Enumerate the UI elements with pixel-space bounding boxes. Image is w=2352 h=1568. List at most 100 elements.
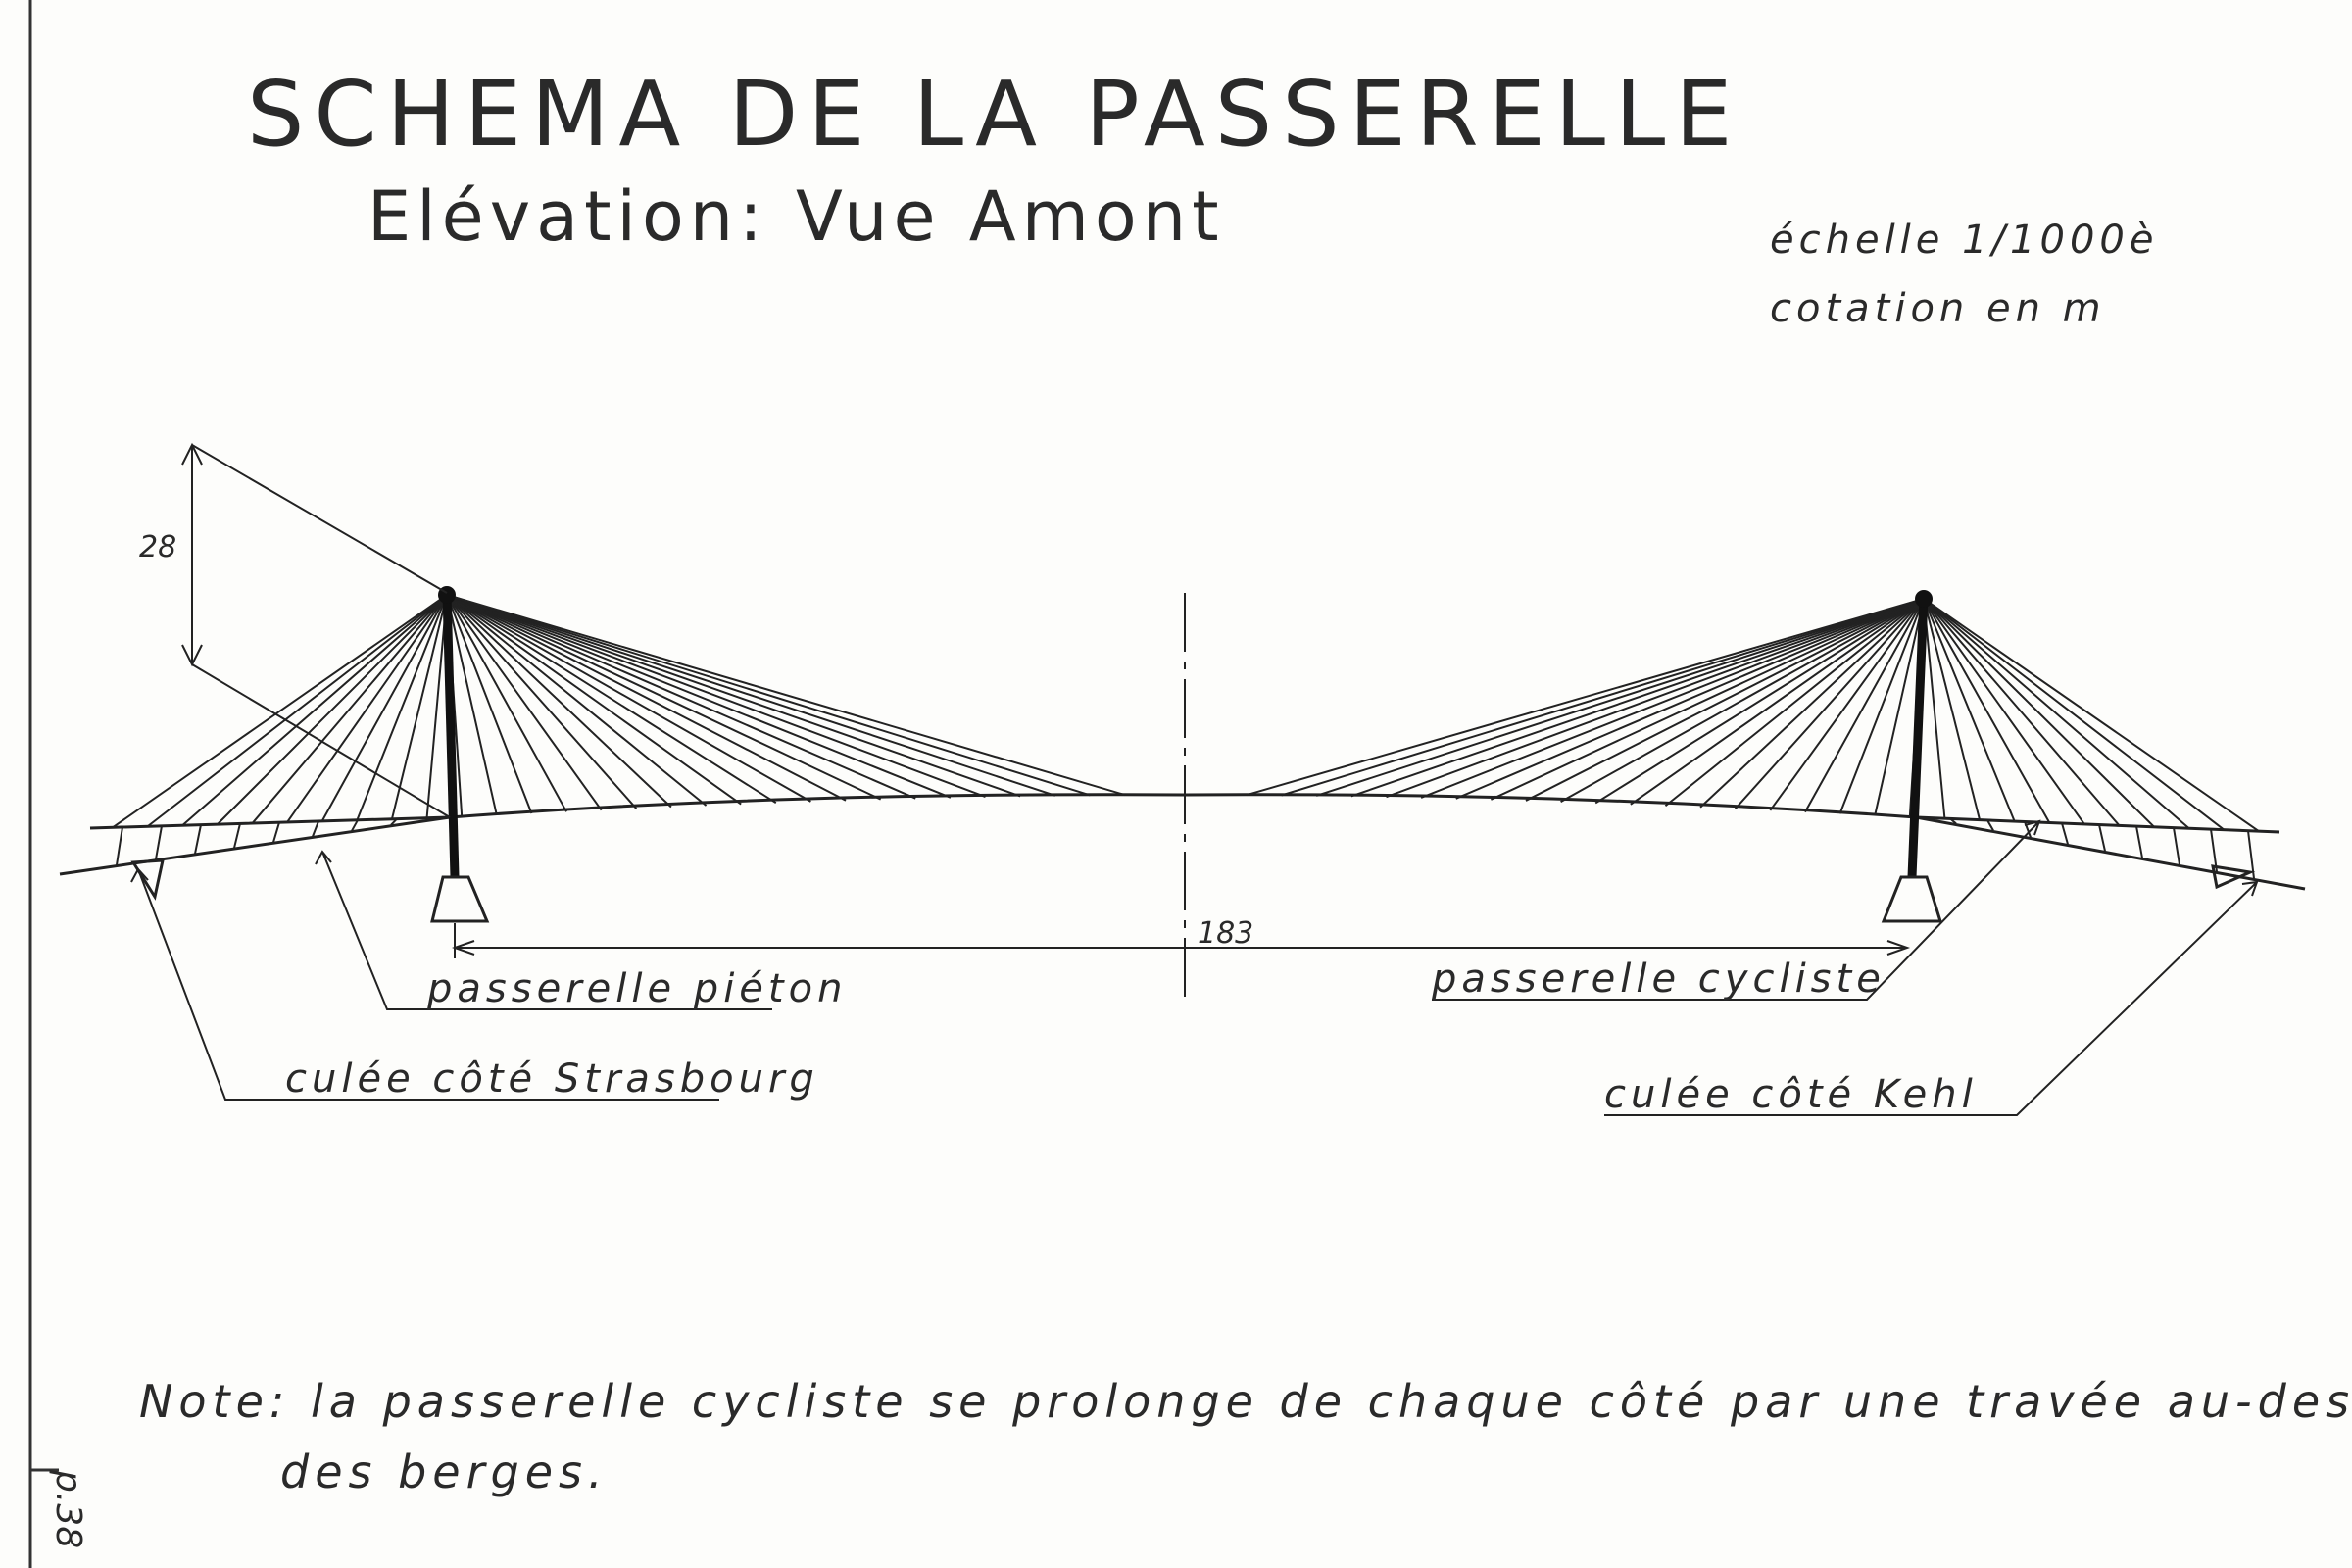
- stay-cable: [390, 594, 448, 820]
- stay-cable: [446, 594, 567, 812]
- stay-cable: [425, 594, 448, 818]
- units-text: cotation en m: [1770, 286, 2106, 331]
- stay-cable: [1923, 598, 2016, 822]
- stay-cable: [446, 594, 777, 805]
- deck-strut: [2210, 829, 2218, 872]
- stay-cable: [1315, 598, 1925, 797]
- deck-strut: [1986, 819, 1994, 831]
- deck-strut: [390, 817, 398, 826]
- left-pier-support: [430, 875, 490, 923]
- strasbourg-abutment: [130, 858, 165, 901]
- stay-cable: [356, 594, 448, 821]
- stay-cable: [251, 594, 448, 824]
- deck-strut: [1949, 817, 1957, 825]
- stay-cable: [181, 594, 448, 826]
- stay-cable: [1664, 598, 1925, 808]
- stay-cable: [446, 594, 882, 801]
- stay-cable: [1246, 598, 1925, 797]
- stay-cable: [1923, 598, 2260, 832]
- deck-strut: [429, 816, 437, 821]
- stay-cable: [1923, 598, 2155, 828]
- pedestrian-bridge-label: passerelle piéton: [426, 966, 847, 1011]
- deck-strut: [2061, 822, 2069, 845]
- right-pylon-head: [1915, 590, 1933, 608]
- stay-cable: [446, 594, 638, 809]
- stay-cable: [1923, 598, 2121, 827]
- stay-cable: [446, 594, 986, 798]
- right-pylon: [1907, 596, 1929, 878]
- deck-strut: [2098, 824, 2106, 852]
- deck-strut: [233, 823, 241, 849]
- note-line-1: Note: la passerelle cycliste se prolonge…: [139, 1375, 2352, 1428]
- stay-cable: [112, 594, 448, 829]
- stay-cable: [446, 594, 952, 799]
- deck-strut: [194, 824, 202, 855]
- left-lower-chord: [59, 815, 451, 876]
- deck-struts: [116, 816, 2255, 879]
- stay-cable: [446, 594, 847, 802]
- stay-cable: [1923, 598, 2225, 831]
- stay-cable: [1350, 598, 1925, 798]
- right-pier-support: [1881, 875, 1943, 923]
- deck-strut: [155, 825, 163, 860]
- stay-cable: [446, 594, 742, 806]
- stay-cable: [446, 594, 1021, 798]
- deck-strut: [116, 826, 123, 865]
- deck-strut: [272, 821, 280, 843]
- stay-cable: [446, 594, 811, 803]
- stay-cable: [1560, 598, 1925, 804]
- stay-cable: [320, 594, 448, 822]
- stay-cable: [446, 594, 603, 811]
- stay-cable: [1420, 598, 1925, 799]
- kehl-abutment-label: culée côté Kehl: [1604, 1072, 1978, 1117]
- deck-strut: [2135, 825, 2143, 858]
- deck-strut: [2173, 827, 2180, 865]
- span-dimension: [451, 923, 1911, 958]
- stay-cable: [217, 594, 448, 825]
- cyclist-bridge-label: passerelle cycliste: [1431, 956, 1886, 1002]
- left-pylon: [442, 592, 460, 878]
- stay-cable: [1630, 598, 1925, 806]
- stay-cable: [446, 594, 916, 800]
- deck-strut: [2247, 830, 2255, 879]
- deck-strut: [312, 820, 319, 837]
- stay-cable: [1923, 598, 2051, 823]
- stay-cable: [1594, 598, 1925, 805]
- stay-cable: [446, 594, 672, 808]
- stay-cable: [1455, 598, 1925, 800]
- stay-cable: [1923, 598, 1946, 819]
- stay-cable: [147, 594, 448, 828]
- height-dimension-label: 28: [139, 530, 176, 564]
- stay-cable: [1281, 598, 1925, 797]
- page-number: p.38: [48, 1469, 88, 1548]
- stay-cable: [1923, 598, 2085, 825]
- strasbourg-abutment-label: culée côté Strasbourg: [285, 1056, 819, 1102]
- stay-cable: [446, 594, 533, 814]
- stay-cable: [446, 594, 708, 807]
- stay-cable: [1699, 598, 1925, 808]
- stay-cable: [1734, 598, 1925, 809]
- page-title: SCHEMA DE LA PASSERELLE: [247, 62, 1741, 167]
- stay-cable: [286, 594, 448, 823]
- stay-cable: [1923, 598, 2190, 830]
- scale-text: échelle 1/1000è: [1770, 218, 2158, 263]
- kehl-abutment: [2211, 864, 2256, 890]
- stay-cable: [1874, 598, 1925, 816]
- stay-cable: [1804, 598, 1925, 813]
- stay-cable: [446, 594, 498, 815]
- label-leaders: [130, 819, 2259, 1116]
- stay-cable: [446, 594, 1056, 797]
- stay-cable: [1490, 598, 1925, 801]
- deck-strut: [351, 819, 359, 832]
- stay-cable: [1386, 598, 1925, 799]
- stay-cable: [1923, 598, 1982, 820]
- note-line-2: des berges.: [280, 1446, 609, 1498]
- right-lower-chord: [1915, 815, 2306, 891]
- stay-cable: [1769, 598, 1925, 811]
- stay-cable: [446, 594, 1091, 797]
- stay-cable: [446, 594, 1126, 797]
- span-dimension-label: 183: [1198, 916, 1253, 951]
- stay-cable: [1838, 598, 1925, 814]
- stay-cable: [1525, 598, 1925, 802]
